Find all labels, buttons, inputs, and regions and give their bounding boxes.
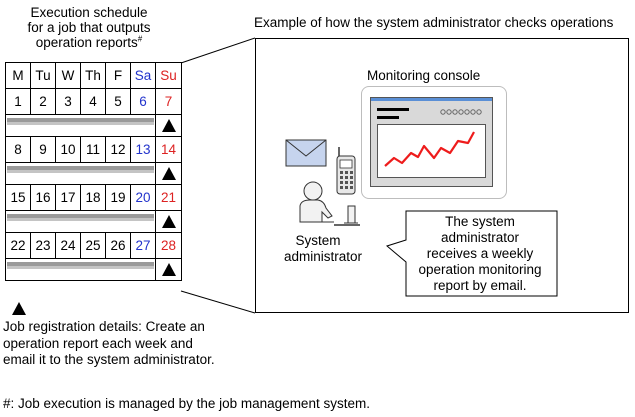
job-execution-marker	[156, 259, 181, 280]
calendar-day: 23	[31, 233, 56, 259]
weekday-header-sun: Su	[156, 63, 181, 89]
weekday-header-mon: M	[6, 63, 31, 89]
job-execution-marker	[156, 163, 181, 184]
example-frame	[255, 38, 629, 313]
connector-line-bottom	[180, 290, 256, 314]
weekday-header-sat: Sa	[131, 63, 156, 89]
job-run-row	[6, 259, 181, 280]
schedule-title-text: Execution schedule for a job that output…	[27, 5, 151, 50]
mobile-phone-icon	[336, 147, 356, 195]
calendar-day: 5	[106, 89, 131, 115]
calendar-day: 12	[106, 137, 131, 163]
calendar-day: 2	[31, 89, 56, 115]
calendar-week-row: 22 23 24 25 26 27 28	[6, 233, 181, 259]
calendar-day-sunday: 14	[156, 137, 181, 163]
job-period-bar	[6, 115, 156, 136]
person-icon	[299, 181, 334, 223]
calendar-day: 3	[56, 89, 81, 115]
calendar-day: 17	[56, 185, 81, 211]
triangle-icon	[161, 119, 176, 132]
weekday-header-row: M Tu W Th F Sa Su	[6, 63, 181, 89]
triangle-icon	[161, 263, 176, 276]
example-title: Example of how the system administrator …	[254, 15, 614, 30]
connector-line-top	[180, 37, 256, 64]
calendar-day: 26	[106, 233, 131, 259]
triangle-icon	[161, 167, 176, 180]
calendar-day: 24	[56, 233, 81, 259]
calendar-day: 22	[6, 233, 31, 259]
monitor-buttons	[440, 109, 482, 115]
calendar-day: 16	[31, 185, 56, 211]
calendar-day: 15	[6, 185, 31, 211]
weekday-header-thu: Th	[81, 63, 106, 89]
calendar-day: 8	[6, 137, 31, 163]
console-frame	[361, 86, 507, 199]
calendar-day: 10	[56, 137, 81, 163]
desk-terminal-icon	[334, 205, 360, 226]
calendar-day-saturday: 13	[131, 137, 156, 163]
calendar-day-saturday: 20	[131, 185, 156, 211]
schedule-title: Execution schedule for a job that output…	[0, 5, 178, 50]
envelope-icon	[285, 139, 327, 167]
calendar-day-saturday: 6	[131, 89, 156, 115]
system-administrator-label: System administrator	[284, 233, 363, 264]
calendar-day: 1	[6, 89, 31, 115]
calendar-week-row: 1 2 3 4 5 6 7	[6, 89, 181, 115]
calendar-day: 18	[81, 185, 106, 211]
callout-bubble	[385, 210, 558, 297]
job-period-bar	[6, 163, 156, 184]
weekday-header-fri: F	[106, 63, 131, 89]
calendar-day: 11	[81, 137, 106, 163]
job-execution-marker	[156, 115, 181, 136]
weekday-header-wed: W	[56, 63, 81, 89]
monitor-title-bar	[371, 98, 492, 101]
schedule-calendar: M Tu W Th F Sa Su 1 2 3 4 5 6 7 8 9 10 1…	[5, 62, 182, 281]
calendar-day-sunday: 28	[156, 233, 181, 259]
calendar-day-saturday: 27	[131, 233, 156, 259]
job-run-row	[6, 115, 181, 137]
job-run-row	[6, 211, 181, 233]
job-run-row	[6, 163, 181, 185]
job-period-bar	[6, 211, 156, 232]
legend-triangle-icon	[12, 302, 26, 315]
calendar-day-sunday: 21	[156, 185, 181, 211]
job-period-bar	[6, 259, 156, 280]
console-title: Monitoring console	[367, 68, 481, 83]
calendar-day-sunday: 7	[156, 89, 181, 115]
calendar-day: 4	[81, 89, 106, 115]
calendar-day: 19	[106, 185, 131, 211]
weekday-header-tue: Tu	[31, 63, 56, 89]
triangle-icon	[161, 215, 176, 228]
monitor-screen	[377, 124, 486, 178]
job-execution-marker	[156, 211, 181, 232]
calendar-day: 25	[81, 233, 106, 259]
calendar-week-row: 8 9 10 11 12 13 14	[6, 137, 181, 163]
legend-job-details: Job registration details: Create an oper…	[3, 319, 215, 367]
calendar-week-row: 15 16 17 18 19 20 21	[6, 185, 181, 211]
calendar-day: 9	[31, 137, 56, 163]
schedule-title-footnote-mark: #	[137, 34, 143, 44]
footnote: #: Job execution is managed by the job m…	[3, 396, 370, 411]
callout-text: The system administrator receives a week…	[418, 214, 542, 293]
